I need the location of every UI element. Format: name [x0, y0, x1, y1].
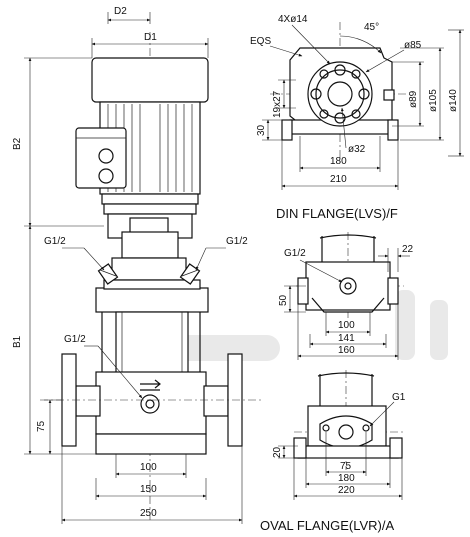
din-slot-1: [319, 69, 329, 79]
din-bolt-hole-2: [358, 88, 370, 100]
din-slot-3: [319, 109, 329, 119]
din-d89: ø89: [408, 90, 419, 108]
din-bolt-hole-1: [334, 64, 346, 76]
oval-top-g1-2: G1/2: [284, 248, 306, 259]
base-foot: [95, 433, 207, 455]
oval-foot-left: [293, 437, 307, 459]
din-d85: ø85: [404, 40, 422, 51]
main-dimensions: D2 D1 B2 B1 75 100 150 250: [12, 6, 248, 524]
oval-bolt-hole-left: [322, 424, 330, 432]
oval-top-foot-left: [297, 277, 309, 305]
din-19x27: 19x27: [272, 90, 283, 118]
oval-180: 180: [338, 473, 355, 484]
oval-g1: G1: [392, 392, 406, 403]
oval-75: 75: [340, 461, 352, 472]
oval-220: 220: [338, 485, 355, 496]
oval-flange-view: G1 20 75 180 220 OVAL FLANGE(LVR)/A: [260, 370, 406, 533]
dim-b1: B1: [12, 335, 23, 348]
pump-front-view: [40, 32, 262, 520]
oval-flange-title: OVAL FLANGE(LVR)/A: [260, 518, 394, 533]
pump-head-flange: [95, 287, 209, 313]
din-180: 180: [330, 156, 347, 167]
din-slot-4: [351, 109, 361, 119]
cable-gland-lower: [98, 168, 114, 184]
din-d32: ø32: [348, 144, 366, 155]
dim-250: 250: [140, 508, 157, 519]
din-bolt-hole-4: [310, 88, 322, 100]
oval-bore: [338, 424, 354, 440]
din-side-foot-right: [387, 119, 399, 141]
oval-top-foot-right: [387, 277, 399, 305]
oval-top-50: 50: [278, 294, 289, 306]
dim-150: 150: [140, 484, 157, 495]
label-g1-2-right: G1/2: [226, 236, 248, 247]
din-eqs: EQS: [250, 36, 271, 47]
din-bore: [327, 81, 353, 107]
shaft-seal-housing: [121, 231, 179, 259]
din-d105: ø105: [428, 89, 439, 112]
oval-foot-right: [389, 437, 403, 459]
pump-head-top: [103, 279, 201, 290]
dim-b2: B2: [12, 137, 23, 150]
dim-100: 100: [140, 462, 157, 473]
cable-gland-upper: [98, 148, 114, 164]
din-flange-title: DIN FLANGE(LVS)/F: [276, 206, 398, 221]
oval-top-plug: [339, 277, 357, 295]
oval-top-100: 100: [338, 320, 355, 331]
terminal-box: [75, 127, 127, 189]
din-outer-circle: [307, 61, 373, 127]
vent-plug-right: [179, 263, 201, 285]
oval-flange-plate: [319, 415, 373, 449]
oval-top-22: 22: [402, 244, 414, 255]
suction-pipe-left: [75, 385, 101, 417]
dim-75: 75: [36, 420, 47, 432]
oval-top-160: 160: [338, 345, 355, 356]
dim-d2: D2: [114, 6, 127, 17]
din-side-foot-left: [281, 119, 293, 141]
din-bolt-hole-3: [334, 112, 346, 124]
din-210: 210: [330, 174, 347, 185]
din-30: 30: [256, 124, 267, 136]
din-holes: 4Xø14: [278, 14, 308, 25]
dim-d1: D1: [144, 32, 157, 43]
oval-flange-top-view: G1/2 22 50 100 141 160: [278, 232, 414, 360]
motor-flange: [101, 193, 199, 205]
oval-20: 20: [272, 446, 283, 458]
din-side-plug: [383, 89, 395, 101]
din-slot-2: [351, 69, 361, 79]
din-angle: 45°: [364, 22, 379, 33]
motor-flange-ring: [103, 203, 197, 215]
discharge-pipe-right: [203, 385, 229, 417]
label-g1-2-mid: G1/2: [64, 334, 86, 345]
drain-plug: [140, 394, 160, 414]
flow-arrow-icon: [140, 379, 161, 391]
motor-top-cap: [91, 57, 209, 103]
din-flange-view: 4Xø14 EQS 45° ø85 ø89 ø105 ø140 19x27 30…: [250, 14, 464, 221]
label-g1-2-left: G1/2: [44, 236, 66, 247]
oval-top-141: 141: [338, 333, 355, 344]
din-d140: ø140: [448, 89, 459, 112]
oval-base: [297, 445, 399, 459]
oval-bolt-hole-right: [362, 424, 370, 432]
din-bolt-circle: [315, 69, 365, 119]
pump-upper-head: [111, 257, 187, 281]
